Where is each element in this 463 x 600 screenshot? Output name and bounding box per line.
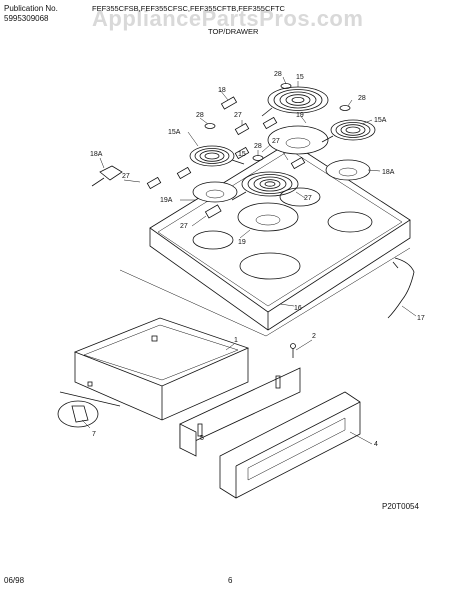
callout-28: 28 — [254, 143, 262, 150]
callout-27: 27 — [272, 138, 280, 145]
callout-5: 5 — [200, 435, 204, 442]
surface-element-rear-right — [321, 119, 376, 143]
callout-19: 19 — [238, 239, 246, 246]
wire-harness — [387, 257, 415, 319]
callout-15: 15 — [296, 74, 304, 81]
drawer-glide — [57, 391, 121, 428]
footer-date: 06/98 — [4, 576, 25, 585]
callout-18A: 18A — [382, 169, 395, 176]
callout-15A: 15A — [374, 117, 387, 124]
callout-2: 2 — [312, 333, 316, 340]
callout-27: 27 — [234, 112, 242, 119]
element-receptacles — [146, 96, 306, 219]
leader-lines — [81, 76, 417, 445]
watermark: AppliancePartsPros.com — [92, 6, 364, 31]
callout-28: 28 — [274, 71, 282, 78]
part-callouts: 28 15 18 28 28 27 19 15A 15A 28 27 15 18… — [90, 71, 425, 448]
publication-label: Publication No. — [4, 4, 58, 13]
surface-element-front-large — [231, 171, 299, 201]
callout-27: 27 — [304, 195, 312, 202]
section-title: TOP/DRAWER — [208, 27, 259, 36]
callout-28: 28 — [196, 112, 204, 119]
callout-7: 7 — [92, 431, 96, 438]
callout-28: 28 — [358, 95, 366, 102]
callout-15A: 15A — [168, 129, 181, 136]
footer-page: 6 — [228, 576, 233, 585]
callout-19: 19 — [296, 112, 304, 119]
screw — [290, 343, 296, 358]
callout-18: 18 — [218, 87, 226, 94]
surface-element-front-left — [189, 145, 245, 167]
callout-16: 16 — [294, 305, 302, 312]
callout-27: 27 — [180, 223, 188, 230]
callout-18A: 18A — [90, 151, 103, 158]
publication-number: 5995309068 — [4, 14, 49, 23]
callout-17: 17 — [417, 315, 425, 322]
figure-code: P20T0054 — [382, 502, 419, 511]
drawer-body — [73, 317, 250, 421]
drip-bowls — [192, 125, 371, 232]
callout-19A: 19A — [160, 197, 173, 204]
callout-15: 15 — [238, 151, 246, 158]
burner-openings — [192, 187, 373, 280]
left-bracket — [91, 165, 123, 187]
callout-27: 27 — [122, 173, 130, 180]
drawer-front-panel — [219, 391, 361, 499]
callout-1: 1 — [234, 337, 238, 344]
drawer-rear-panel — [179, 367, 301, 457]
model-list: FEF355CFSB,FEF355CFSC,FEF355CFTB,FEF355C… — [92, 4, 285, 13]
surface-element-rear-large — [261, 86, 329, 117]
callout-4: 4 — [374, 441, 378, 448]
